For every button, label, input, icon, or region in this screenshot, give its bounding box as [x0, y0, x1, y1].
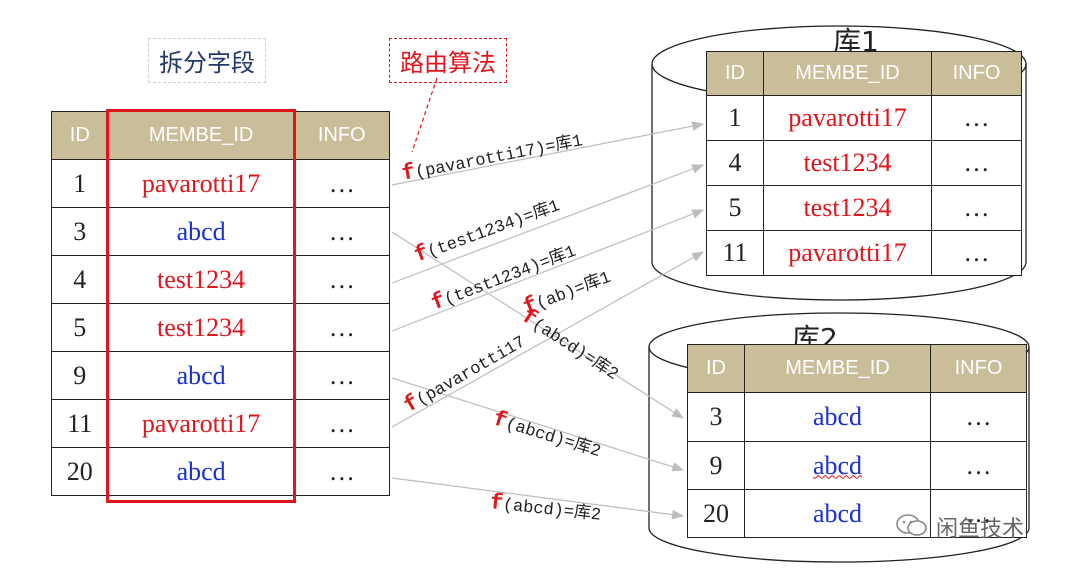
- col-header-id: ID: [51, 111, 109, 160]
- table-row: 3 abcd …: [51, 207, 391, 256]
- cell-id: 20: [51, 447, 109, 496]
- arrow-row20-db2: [391, 477, 685, 520]
- cell-info: …: [930, 489, 1027, 538]
- routing-algorithm-label: 路由算法: [389, 38, 507, 83]
- table-row: 3 abcd …: [687, 392, 1027, 442]
- cell-info: …: [931, 185, 1022, 231]
- table-row: 4 test1234 …: [51, 255, 391, 304]
- cell-id: 4: [51, 255, 109, 304]
- cell-id: 9: [687, 441, 745, 490]
- cell-id: 1: [706, 95, 764, 141]
- cell-member-id: abcd: [107, 447, 295, 496]
- table-row: 9 abcd …: [51, 351, 391, 400]
- cell-info: …: [930, 441, 1027, 490]
- cell-member-id: abcd: [744, 392, 931, 442]
- cell-member-id: pavarotti17: [107, 159, 295, 208]
- cell-info: …: [293, 351, 391, 400]
- cell-info: …: [931, 140, 1022, 186]
- member-id-text: abcd: [812, 450, 863, 480]
- col-header-info: INFO: [293, 111, 391, 160]
- cell-id: 11: [706, 230, 764, 276]
- table-row: 11 pavarotti17 …: [51, 399, 391, 448]
- source-table: ID MEMBE_ID INFO 1 pavarotti17 … 3 abcd …: [51, 111, 391, 496]
- cell-info: …: [930, 392, 1027, 442]
- wechat-icon: [895, 513, 929, 537]
- table-row: 1 pavarotti17 …: [706, 95, 1022, 141]
- arrow-row3-db2: [391, 231, 685, 419]
- cell-id: 11: [51, 399, 109, 448]
- cell-id: 4: [706, 140, 764, 186]
- col-header-id: ID: [687, 344, 745, 393]
- table-row: 11 pavarotti17 …: [706, 230, 1022, 276]
- arrow-row1-db1: [391, 121, 705, 186]
- cell-member-id: test1234: [107, 255, 295, 304]
- arrow-row5-db1: [391, 209, 705, 332]
- cell-id: 3: [51, 207, 109, 256]
- cell-info: …: [293, 255, 391, 304]
- col-header-member-id: MEMBE_ID: [744, 344, 931, 393]
- col-header-info: INFO: [930, 344, 1027, 393]
- cell-info: …: [293, 207, 391, 256]
- cell-member-id: pavarotti17: [107, 399, 295, 448]
- table-row: 4 test1234 …: [706, 140, 1022, 186]
- cell-info: …: [931, 230, 1022, 276]
- cell-member-id: pavarotti17: [763, 95, 932, 141]
- cell-info: …: [931, 95, 1022, 141]
- arrow-row11-db1: [391, 251, 705, 428]
- cell-info: …: [293, 159, 391, 208]
- cell-id: 5: [51, 303, 109, 352]
- cell-member-id: abcd: [107, 207, 295, 256]
- cell-id: 20: [687, 489, 745, 538]
- table-row: 20 abcd …: [51, 447, 391, 496]
- table-row: 9 abcd …: [687, 441, 1027, 490]
- table-row: 1 pavarotti17 …: [51, 159, 391, 208]
- arrow-row4-db1: [391, 164, 705, 284]
- cell-member-id: pavarotti17: [763, 230, 932, 276]
- cell-info: …: [293, 399, 391, 448]
- db2-table: ID MEMBE_ID INFO 3 abcd … 9 abcd … 20 ab…: [687, 344, 1027, 538]
- arrow-row9-db2: [391, 377, 685, 472]
- cell-info: …: [293, 447, 391, 496]
- cell-member-id: abcd: [744, 441, 931, 490]
- table-row: 5 test1234 …: [706, 185, 1022, 231]
- cell-id: 9: [51, 351, 109, 400]
- col-header-info: INFO: [931, 51, 1022, 96]
- watermark-text: 闲鱼技术: [936, 517, 1025, 542]
- col-header-member-id: MEMBE_ID: [107, 111, 295, 160]
- routing-pointer: [411, 77, 438, 153]
- cell-member-id: test1234: [763, 140, 932, 186]
- db1-table: ID MEMBE_ID INFO 1 pavarotti17 … 4 test1…: [706, 51, 1022, 276]
- cell-id: 3: [687, 392, 745, 442]
- cell-id: 5: [706, 185, 764, 231]
- col-header-member-id: MEMBE_ID: [763, 51, 932, 96]
- split-field-highlight: [106, 109, 296, 503]
- split-field-label: 拆分字段: [148, 38, 266, 83]
- cell-id: 1: [51, 159, 109, 208]
- cell-info: …: [293, 303, 391, 352]
- col-header-id: ID: [706, 51, 764, 96]
- cell-member-id: abcd: [107, 351, 295, 400]
- cell-member-id: test1234: [763, 185, 932, 231]
